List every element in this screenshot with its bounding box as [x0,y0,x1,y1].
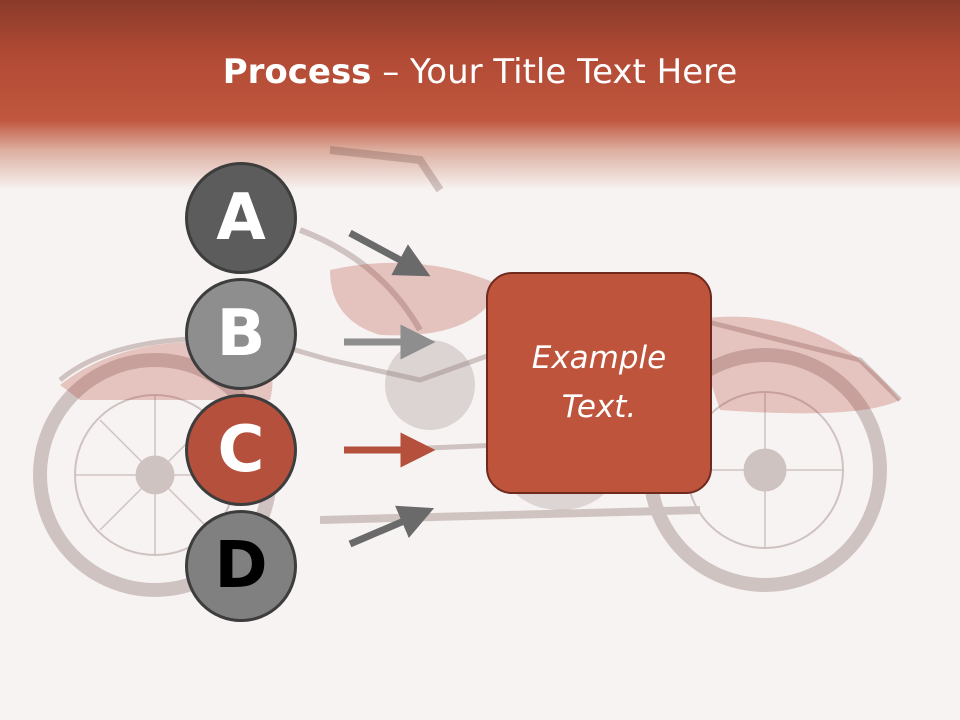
example-text: Example Text. [531,340,667,425]
step-a-circle: A [185,162,297,274]
arrow-a [348,229,431,277]
arrow-d [348,505,435,548]
title-rest: – Your Title Text Here [371,52,738,92]
step-d-circle: D [185,510,297,622]
example-text-box: Example Text. [486,272,712,494]
step-b-circle: B [185,278,297,390]
step-c-circle: C [185,394,297,506]
title-strong: Process [222,52,372,92]
header-band [0,0,960,190]
slide-title: Process – Your Title Text Here [0,52,960,92]
